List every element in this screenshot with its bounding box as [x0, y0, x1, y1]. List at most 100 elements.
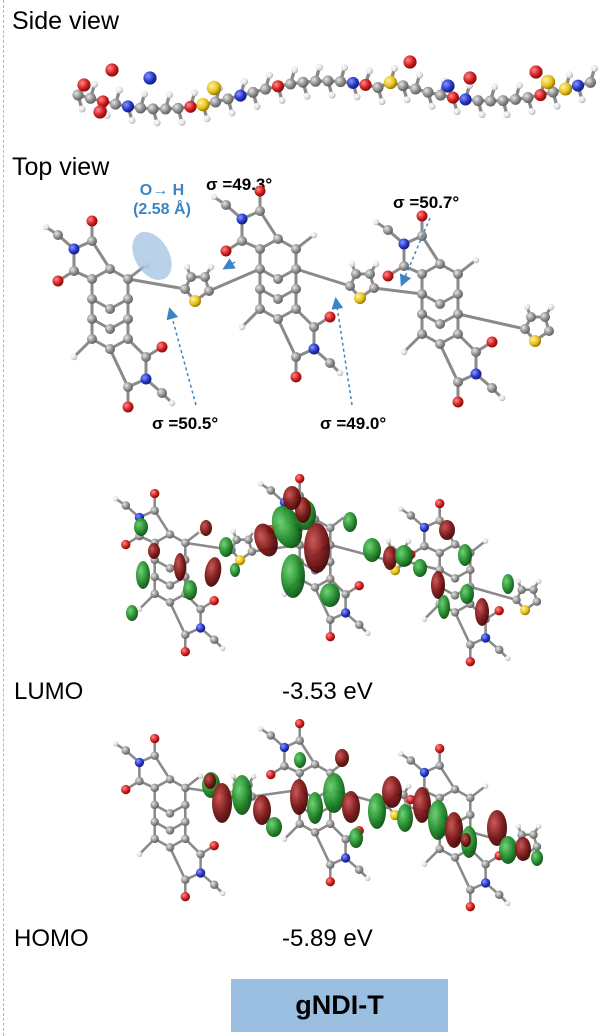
carbon-atom	[165, 775, 175, 784]
carbon-atom	[266, 486, 276, 495]
nitrogen-atom	[340, 853, 351, 863]
bond	[298, 739, 317, 766]
orbital-lobe-negative	[382, 776, 402, 808]
carbon-atom	[453, 309, 463, 319]
hydrogen-atom	[112, 495, 119, 502]
orbital-lobe-positive	[460, 584, 474, 604]
carbon-atom	[291, 352, 301, 362]
oxygen-atom	[271, 80, 285, 93]
carbon-atom	[273, 234, 283, 244]
orbital-lobe-positive	[531, 850, 543, 866]
carbon-atom	[435, 761, 444, 770]
hydrogen-atom	[257, 725, 264, 732]
carbon-atom	[466, 565, 475, 575]
carbon-atom	[150, 506, 159, 515]
carbon-atom	[520, 324, 530, 334]
hydrogen-atom	[168, 399, 176, 407]
oxygen-atom	[295, 473, 305, 484]
oxygen-atom	[534, 89, 547, 102]
carbon-atom	[87, 274, 97, 284]
carbon-atom	[522, 92, 534, 104]
carbon-atom	[69, 266, 79, 276]
hydrogen-atom	[219, 645, 226, 652]
carbon-atom	[221, 200, 231, 210]
carbon-atom	[481, 859, 490, 869]
sulfur-atom	[519, 605, 531, 616]
orbital-lobe-negative	[413, 787, 431, 823]
carbon-atom	[160, 103, 171, 115]
bond	[372, 286, 424, 296]
carbon-atom	[255, 264, 265, 274]
orbital-lobe-negative	[383, 546, 397, 570]
carbon-atom	[417, 309, 427, 319]
carbon-atom	[165, 843, 175, 852]
torsion-arrows	[166, 217, 431, 406]
carbon-atom	[165, 826, 175, 835]
carbon-atom	[435, 548, 444, 558]
bond	[168, 601, 187, 636]
oxygen-atom	[452, 396, 464, 408]
carbon-atom	[105, 324, 115, 334]
nitrogen-atom	[340, 608, 351, 618]
carbon-atom	[485, 95, 496, 107]
carbon-atom	[186, 272, 196, 282]
hydrogen-atom	[515, 578, 521, 584]
hydrogen-atom	[504, 655, 511, 662]
orbital-lobe-positive	[413, 559, 427, 577]
carbon-atom	[121, 746, 131, 755]
hydrogen-atom	[515, 823, 521, 829]
carbon-atom	[472, 95, 484, 107]
oxygen-atom	[180, 892, 190, 902]
bond	[126, 277, 187, 291]
compound-title-box: gNDI-T	[231, 979, 448, 1032]
oxygen-atom	[209, 841, 219, 851]
hydrogen-atom	[153, 119, 161, 127]
carbon-atom	[345, 281, 355, 291]
compound-name: gNDI-T	[295, 990, 384, 1020]
carbon-atom	[435, 299, 445, 309]
carbon-atom	[85, 92, 96, 104]
carbon-atom	[517, 585, 526, 594]
torsion-angle-label: σ =49.0°	[320, 414, 387, 433]
carbon-atom	[285, 78, 296, 90]
sulfur-atom	[529, 335, 541, 347]
carbon-atom	[512, 595, 521, 605]
hydrogen-atom	[535, 823, 542, 829]
carbon-atom	[210, 96, 221, 108]
carbon-atom	[196, 604, 205, 614]
carbon-atom	[150, 572, 159, 582]
orbital-lobe-positive	[438, 595, 450, 619]
hydrogen-atom	[228, 109, 236, 117]
sulfur-atom	[206, 80, 222, 96]
nitrogen-atom	[480, 633, 491, 643]
carbon-atom	[450, 540, 460, 549]
orbital-lobe-negative	[253, 795, 271, 825]
hydrogen-atom	[523, 303, 531, 311]
carbon-atom	[466, 885, 475, 894]
oxygen-atom	[121, 784, 131, 795]
hydrogen-atom	[385, 538, 391, 544]
hydrogen-atom	[278, 96, 286, 104]
orbital-lobe-positive	[502, 574, 514, 594]
hydrogen-atom	[372, 260, 380, 268]
carbon-atom	[150, 783, 159, 793]
hydrogen-atom	[472, 256, 480, 264]
homo-orbital-plot	[112, 718, 543, 912]
carbon-atom	[255, 304, 265, 314]
carbon-atom	[435, 259, 445, 269]
carbon-atom	[310, 760, 320, 769]
orbital-lobe-positive	[363, 538, 381, 562]
carbon-atom	[420, 541, 429, 551]
oxygen-atom	[150, 488, 160, 499]
carbon-atom	[273, 274, 283, 284]
hydrogen-atom	[178, 118, 186, 126]
nitrogen-atom	[195, 868, 206, 878]
carbon-atom	[369, 283, 379, 293]
hydrogen-atom	[207, 263, 215, 271]
carbon-atom	[397, 80, 409, 92]
oxygen-atom	[290, 371, 302, 383]
carbon-atom	[435, 89, 446, 101]
carbon-atom	[209, 635, 219, 645]
hydrogen-atom	[405, 538, 412, 544]
carbon-atom	[497, 95, 509, 107]
